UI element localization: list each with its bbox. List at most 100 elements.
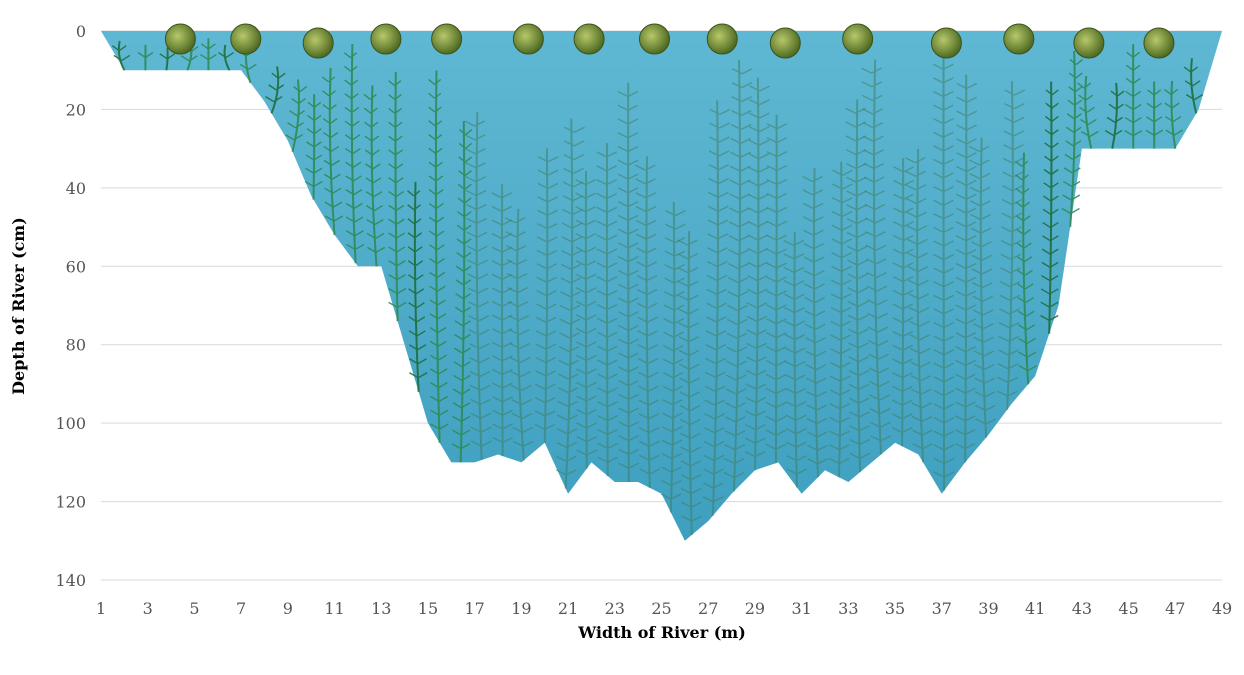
river-cross-section: [101, 31, 1222, 541]
y-tick-label: 0: [76, 22, 86, 41]
plant: [954, 74, 978, 463]
plant: [1163, 80, 1183, 149]
x-tick-label: 5: [189, 599, 199, 618]
plant: [321, 67, 344, 235]
x-tick-label: 19: [511, 599, 531, 618]
lily-pad: [706, 23, 738, 55]
x-tick-label: 1: [96, 599, 106, 618]
plant: [802, 167, 829, 478]
x-tick-label: 7: [236, 599, 246, 618]
lily-pad: [1003, 23, 1035, 55]
y-tick-label: 100: [55, 414, 86, 433]
plant: [343, 43, 365, 264]
y-tick-label: 120: [55, 493, 86, 512]
x-tick-label: 23: [605, 599, 625, 618]
lily-pad: [164, 23, 196, 55]
aquatic-plants: [111, 38, 1204, 535]
plant: [968, 137, 997, 438]
plant: [1124, 44, 1143, 149]
plant: [464, 112, 492, 461]
plant: [363, 85, 386, 267]
plant: [1015, 152, 1037, 385]
x-tick-label: 41: [1025, 599, 1045, 618]
lily-pad: [1073, 27, 1105, 59]
plant: [111, 40, 131, 71]
lily-pad: [930, 27, 962, 59]
plant: [765, 114, 788, 464]
lily-pad: [512, 23, 544, 55]
y-axis-ticks: 0 20 40 60 80 100 120 140: [55, 22, 86, 590]
x-tick-label: 49: [1212, 599, 1232, 618]
y-tick-label: 140: [55, 571, 86, 590]
plant: [218, 44, 234, 71]
x-tick-label: 21: [558, 599, 578, 618]
plant: [861, 59, 892, 455]
plant: [285, 79, 308, 153]
plant: [702, 100, 731, 516]
plant: [1040, 81, 1059, 334]
plant: [407, 181, 428, 392]
plant: [1183, 58, 1204, 114]
x-tick-label: 27: [698, 599, 718, 618]
plant: [451, 121, 473, 463]
x-tick-label: 33: [838, 599, 858, 618]
plant: [723, 59, 753, 492]
lily-pad: [573, 23, 605, 55]
plant: [904, 148, 934, 463]
y-tick-label: 80: [66, 336, 86, 355]
plant: [265, 66, 286, 114]
lily-pad: [1143, 27, 1175, 59]
lily-pad: [302, 27, 334, 59]
river-area: [101, 31, 1222, 541]
x-tick-label: 17: [464, 599, 484, 618]
lily-pad: [638, 23, 670, 55]
plant: [137, 44, 154, 71]
x-tick-label: 25: [651, 599, 671, 618]
plant: [491, 184, 513, 457]
x-tick-label: 45: [1118, 599, 1138, 618]
x-tick-label: 29: [745, 599, 765, 618]
x-tick-label: 9: [283, 599, 293, 618]
lily-pad: [370, 23, 402, 55]
x-tick-label: 37: [932, 599, 952, 618]
x-tick-label: 11: [324, 599, 344, 618]
plant: [744, 77, 771, 471]
plant: [388, 71, 407, 322]
plant: [596, 143, 619, 477]
y-tick-label: 20: [66, 100, 86, 119]
x-tick-label: 3: [143, 599, 153, 618]
plant: [304, 94, 323, 200]
plant: [200, 38, 217, 71]
plant: [660, 202, 686, 513]
x-tick-label: 15: [418, 599, 438, 618]
plant: [575, 171, 598, 469]
y-tick-label: 60: [66, 257, 86, 276]
y-axis-title: Depth of River (cm): [9, 217, 28, 395]
plant: [617, 82, 640, 482]
x-tick-label: 13: [371, 599, 391, 618]
x-axis-title: Width of River (m): [577, 623, 746, 642]
lily-pad: [431, 23, 463, 55]
plant: [891, 158, 914, 447]
plant: [555, 118, 585, 489]
lily-pad: [769, 27, 801, 59]
plant: [1145, 81, 1163, 149]
plant: [534, 148, 559, 443]
x-tick-label: 35: [885, 599, 905, 618]
plant: [677, 231, 702, 535]
y-tick-label: 40: [66, 179, 86, 198]
lily-pad: [230, 23, 262, 55]
plant: [783, 231, 808, 488]
x-tick-label: 43: [1072, 599, 1092, 618]
plant: [828, 161, 853, 478]
plant: [1061, 51, 1083, 228]
plant: [427, 70, 449, 443]
lily-pads: [164, 23, 1175, 59]
plant: [845, 99, 871, 473]
plant: [997, 81, 1026, 410]
plant: [634, 156, 660, 488]
plant: [504, 208, 534, 461]
plant: [932, 55, 955, 491]
